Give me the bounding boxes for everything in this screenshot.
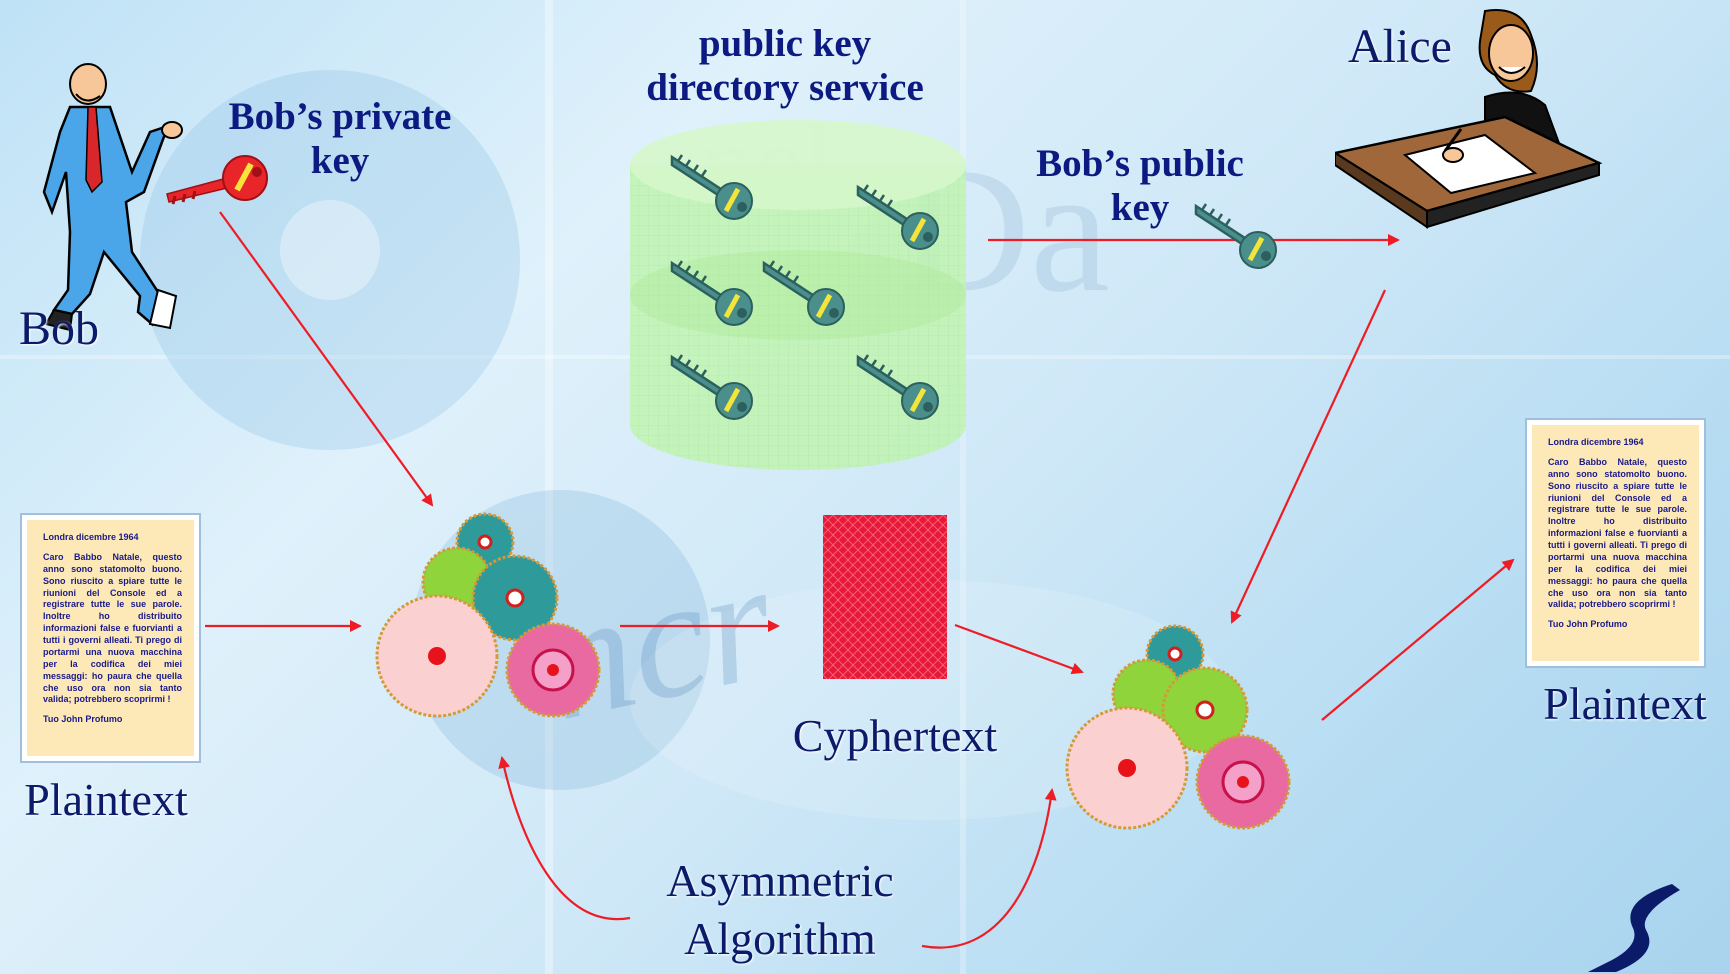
public-key-icon: [1194, 203, 1277, 269]
private-key-icon: [166, 155, 268, 205]
cyphertext-block: [823, 515, 947, 679]
bob-private-key-label: Bob’s private key: [205, 95, 475, 182]
letter-body: Caro Babbo Natale, questo anno sono stat…: [43, 551, 182, 705]
alice-figure: [1335, 9, 1603, 229]
directory-service-label: public key directory service: [620, 22, 950, 109]
bob-public-key-line2: key: [1110, 185, 1170, 229]
plaintext-right-label: Plaintext: [1543, 678, 1707, 729]
plaintext-letter-right: Londra dicembre 1964 Caro Babbo Natale, …: [1525, 418, 1706, 668]
letter-date: Londra dicembre 1964: [1548, 437, 1644, 447]
bob-public-key-label: Bob’s public key: [1010, 142, 1270, 229]
arrow-decrypt-to-plaintext: [1321, 558, 1515, 721]
logo-icon: [1588, 884, 1680, 972]
letter-body: Caro Babbo Natale, questo anno sono stat…: [1548, 456, 1687, 610]
letter-signature: Tuo John Profumo: [43, 714, 123, 725]
bob-private-key-line1: Bob’s private: [228, 95, 452, 138]
directory-service-line1: public key: [698, 22, 872, 65]
cyphertext-label: Cyphertext: [792, 710, 998, 761]
bob-public-key-line1: Bob’s public: [1036, 142, 1244, 185]
arrow-algorithm-to-encrypt: [498, 756, 631, 921]
arrow-private-key-to-encrypt: [219, 211, 434, 507]
asymmetric-algorithm-label: Asymmetric Algorithm: [630, 852, 930, 967]
arrow-alice-to-decrypt: [1230, 289, 1386, 624]
algorithm-line1: Asymmetric: [666, 855, 894, 906]
algorithm-line2: Algorithm: [684, 912, 876, 964]
bob-private-key-line2: key: [310, 138, 370, 182]
gear-machine-icon: [1065, 624, 1291, 830]
bob-label: Bob: [18, 302, 99, 355]
directory-service-line2: directory service: [646, 65, 924, 109]
alice-label: Alice: [1348, 20, 1452, 73]
arrow-algorithm-to-decrypt: [921, 788, 1057, 949]
letter-date: Londra dicembre 1964: [43, 532, 139, 542]
plaintext-letter-left: Londra dicembre 1964 Caro Babbo Natale, …: [20, 513, 201, 763]
arrow-cyphertext-to-decrypt: [954, 623, 1084, 675]
directory-cylinder: [630, 120, 966, 470]
letter-signature: Tuo John Profumo: [1548, 619, 1628, 630]
gear-machine-icon: [375, 512, 601, 718]
bob-figure: [42, 63, 183, 332]
plaintext-left-label: Plaintext: [24, 774, 188, 825]
